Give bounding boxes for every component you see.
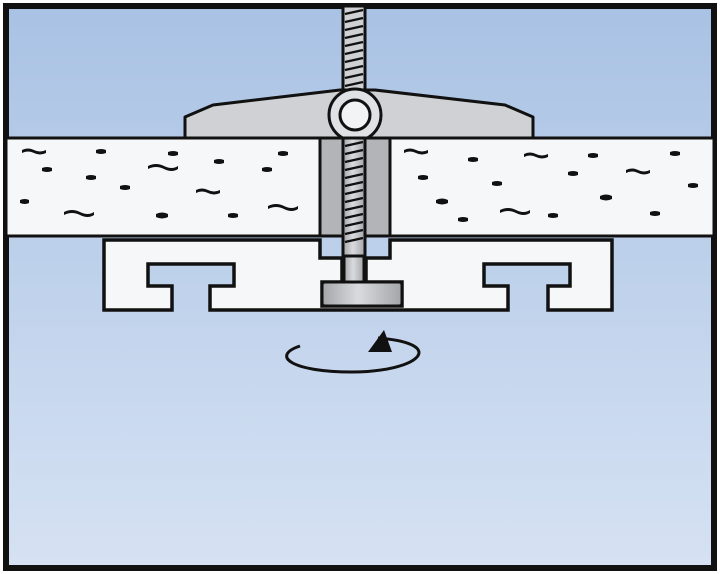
toggle-wing — [183, 87, 535, 143]
rotation-arrow-icon — [285, 330, 421, 374]
threaded-rod-lower — [341, 136, 367, 260]
panel-texture — [20, 148, 698, 222]
threaded-rod-upper — [341, 4, 367, 103]
bolt-head — [320, 254, 404, 308]
